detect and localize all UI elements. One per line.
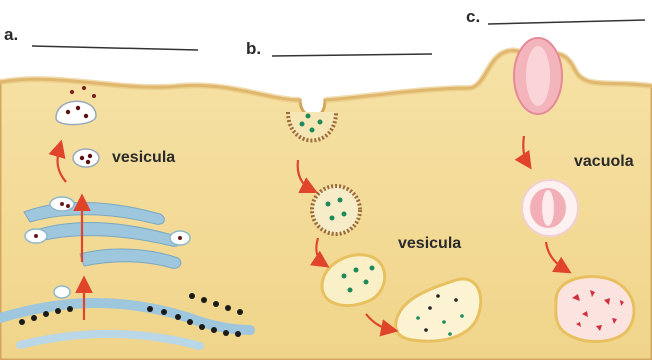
secretory-vesicle — [73, 149, 99, 167]
part-label-c: c. — [466, 7, 480, 26]
answer-blank-a[interactable] — [32, 46, 198, 50]
digestive-vacuole — [556, 277, 634, 342]
part-label-a: a. — [4, 25, 18, 44]
label-vesicula-a: vesicula — [112, 149, 175, 166]
label-vacuola-c: vacuola — [574, 153, 634, 170]
answer-blank-b[interactable] — [272, 54, 432, 56]
coated-vesicle — [312, 186, 360, 234]
part-label-b: b. — [246, 39, 261, 58]
label-vesicula-b: vesicula — [398, 235, 461, 252]
answer-blank-c[interactable] — [488, 20, 645, 24]
